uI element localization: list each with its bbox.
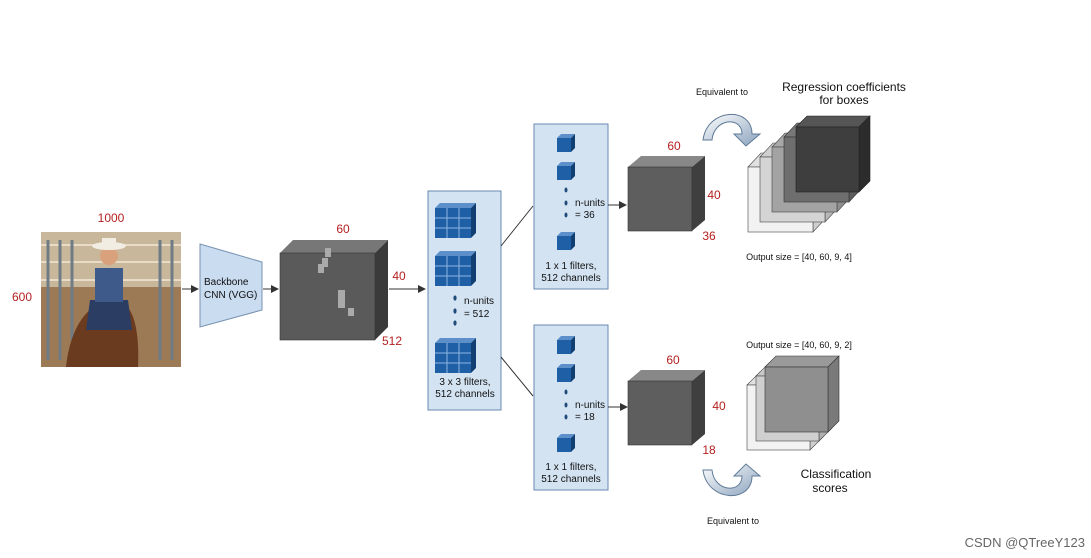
reg-equivalent-label: Equivalent to <box>696 87 748 97</box>
conv3x3-ellipsis-dots <box>453 295 457 326</box>
cls-caption-line1: 1 x 1 filters, <box>545 462 596 473</box>
cls-title-line1: Classification <box>801 467 872 481</box>
cls-out-width-label: 60 <box>666 353 680 367</box>
reg-out-depth-label: 36 <box>702 229 716 243</box>
image-height-label: 600 <box>12 290 32 304</box>
backbone-label-line1: Backbone <box>204 277 249 288</box>
cls-units-line2: = 18 <box>575 412 595 423</box>
reg-output-size-label: Output size = [40, 60, 9, 4] <box>746 252 852 262</box>
reg-output-box <box>627 156 705 232</box>
watermark: CSDN @QTreeY123 <box>964 535 1085 550</box>
cls-ellipsis-dots <box>564 389 568 420</box>
input-image <box>41 232 181 367</box>
image-width-label: 1000 <box>98 211 125 225</box>
cls-units-line1: n-units <box>575 400 605 411</box>
conv3x3-filter-cube-2 <box>435 251 476 286</box>
reg-caption-line1: 1 x 1 filters, <box>545 261 596 272</box>
cls-equivalent-label: Equivalent to <box>707 516 759 526</box>
feature-map-box <box>279 240 388 341</box>
backbone-cnn <box>199 243 263 328</box>
reg-filter-cube-1 <box>557 134 575 152</box>
reg-filter-cube-3 <box>557 232 575 250</box>
cls-caption-line2: 512 channels <box>541 474 601 485</box>
reg-out-height-label: 40 <box>707 188 721 202</box>
cls-output-box <box>627 370 705 446</box>
reg-units-line1: n-units <box>575 198 605 209</box>
cls-out-depth-label: 18 <box>702 443 716 457</box>
backbone-label-line2: CNN (VGG) <box>204 290 257 301</box>
conv3x3-units-line2: = 512 <box>464 309 490 320</box>
reg-title-line2: for boxes <box>819 93 868 107</box>
cls-filter-cube-2 <box>557 364 575 382</box>
reg-ellipsis-dots <box>564 187 568 218</box>
feature-width-label: 60 <box>336 222 350 236</box>
conv3x3-filter-cube-3 <box>435 338 476 373</box>
reg-title-line1: Regression coefficients <box>782 80 906 94</box>
reg-equivalent-curl-arrow <box>702 113 762 147</box>
conv3x3-filter-cube-1 <box>435 203 476 238</box>
feature-height-label: 40 <box>392 269 406 283</box>
reg-out-width-label: 60 <box>667 139 681 153</box>
cls-filter-cube-1 <box>557 336 575 354</box>
conv3x3-caption-line2: 512 channels <box>435 389 495 400</box>
cls-equivalent-curl-arrow <box>702 463 762 497</box>
reg-output-stack <box>747 115 871 233</box>
cls-output-size-label: Output size = [40, 60, 9, 2] <box>746 340 852 350</box>
conv3x3-units-line1: n-units <box>464 296 494 307</box>
feature-depth-label: 512 <box>382 334 402 348</box>
reg-caption-line2: 512 channels <box>541 273 601 284</box>
cls-output-stack <box>746 355 840 451</box>
cls-filter-cube-3 <box>557 434 575 452</box>
cls-out-height-label: 40 <box>712 399 726 413</box>
branch-line-cls <box>500 356 534 397</box>
reg-filter-cube-2 <box>557 162 575 180</box>
reg-units-line2: = 36 <box>575 210 595 221</box>
branch-line-reg <box>500 205 534 247</box>
conv3x3-caption-line1: 3 x 3 filters, <box>439 377 490 388</box>
cls-title-line2: scores <box>812 481 847 495</box>
